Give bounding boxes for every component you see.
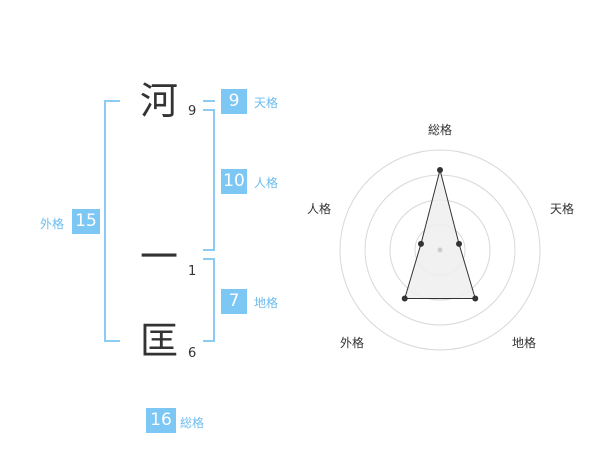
jinkaku-label: 人格: [254, 176, 279, 190]
radar-axis-label-3: 地格: [512, 335, 536, 350]
radar-axis-label-2: 天格: [550, 201, 574, 216]
chikaku-value-badge: 7: [221, 289, 247, 314]
radar-point-5: [417, 240, 424, 247]
chikaku-label: 地格: [254, 296, 279, 310]
radar-axis-label-4: 外格: [340, 335, 364, 350]
tenkaku-label: 天格: [254, 96, 279, 110]
gaikaku-value-badge: 15: [72, 209, 100, 234]
radar-point-1: [437, 167, 443, 173]
stroke-count-3: 6: [188, 346, 197, 361]
radar-point-2: [456, 240, 463, 247]
radar-point-4: [401, 295, 408, 302]
gaikaku-bracket: [104, 100, 120, 342]
name-char-2: 一: [140, 235, 179, 279]
jinkaku-bracket: [203, 109, 215, 251]
gaikaku-label: 外格: [40, 217, 65, 231]
radar-axis-label-1: 総格: [428, 122, 452, 137]
radar-area: [404, 169, 476, 300]
radar-axis-label-5: 人格: [307, 201, 331, 216]
jinkaku-value-badge: 10: [221, 169, 247, 194]
radar-ring: [339, 149, 541, 351]
soukaku-label: 総格: [180, 416, 205, 430]
radar-point-3: [472, 295, 479, 302]
chikaku-bracket: [203, 258, 215, 342]
stroke-count-2: 1: [188, 264, 197, 279]
name-char-1: 河: [140, 79, 179, 123]
soukaku-value-badge: 16: [146, 408, 176, 433]
stroke-count-1: 9: [188, 104, 197, 119]
name-char-3: 匡: [140, 319, 179, 363]
tenkaku-bracket: [203, 100, 215, 102]
tenkaku-value-badge: 9: [221, 89, 247, 114]
radar-center-dot: [437, 247, 443, 253]
